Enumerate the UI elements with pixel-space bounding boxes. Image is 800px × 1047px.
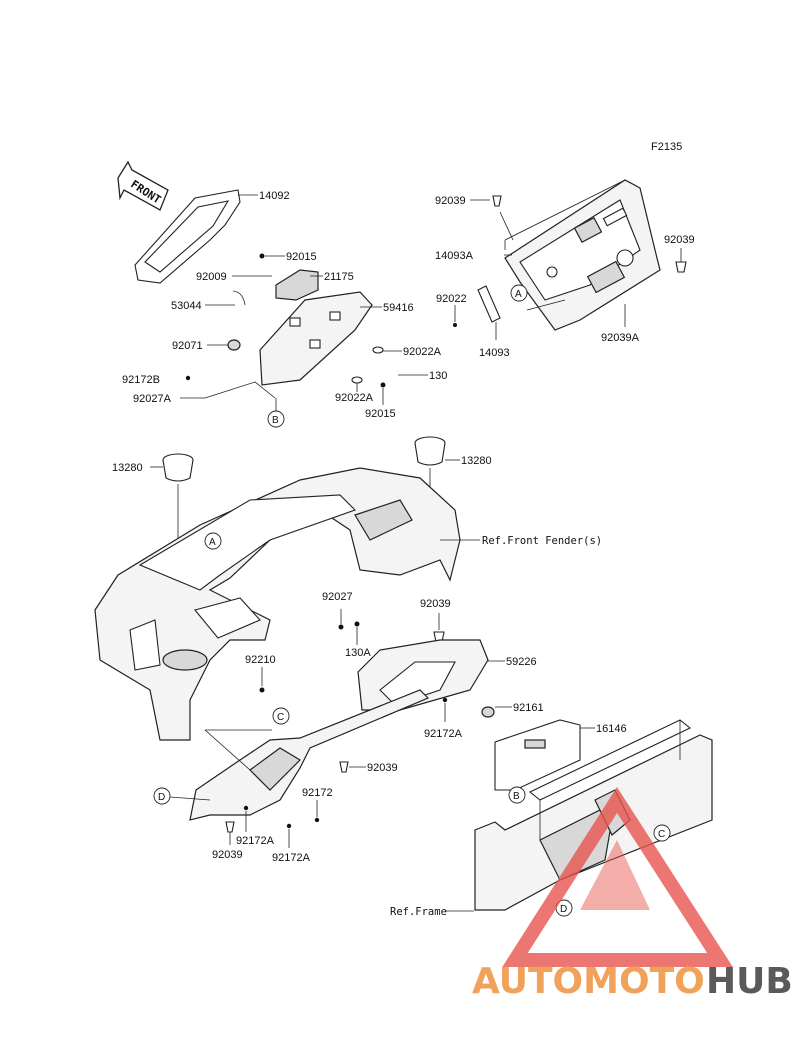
label-92027: 92027: [322, 591, 353, 603]
label-92071: 92071: [172, 340, 203, 352]
label-14092: 14092: [259, 190, 290, 202]
rivet-92172-icon: [314, 817, 320, 823]
label-92039-d: 92039: [367, 762, 398, 774]
ref-frame: Ref.Frame: [390, 906, 447, 918]
grommet-92161-icon: [481, 706, 495, 718]
svg-text:C: C: [658, 829, 665, 840]
label-92009: 92009: [196, 271, 227, 283]
label-130A: 130A: [345, 647, 371, 659]
callout-A-dash: [204, 532, 222, 550]
label-21175: 21175: [324, 271, 354, 283]
label-16146: 16146: [596, 723, 627, 735]
label-14093: 14093: [479, 347, 510, 359]
watermark-logo: [502, 787, 733, 967]
svg-text:C: C: [277, 712, 284, 723]
watermark-text-hub: HUB: [706, 961, 793, 1002]
svg-text:D: D: [158, 792, 165, 803]
label-92039-b: 92039: [664, 234, 695, 246]
svg-text:A: A: [515, 289, 522, 300]
label-92022A-1: 92022A: [403, 346, 442, 358]
label-92039-a: 92039: [435, 195, 466, 207]
trim-14093: [477, 285, 501, 323]
clip-92039-d-icon: [339, 761, 349, 773]
callout-B-frame: [508, 786, 526, 804]
cup-holder-13280-right-icon: [414, 436, 446, 466]
callout-D-left: [153, 787, 171, 805]
clip-92039-b-icon: [675, 261, 687, 273]
bolt-92027-icon: [338, 624, 344, 630]
label-13280-b: 13280: [461, 455, 492, 467]
label-14093A: 14093A: [435, 250, 474, 262]
instrument-panel-14093A: [504, 179, 661, 331]
washer-92022A-b-icon: [351, 376, 363, 384]
label-92172A-b: 92172A: [236, 835, 275, 847]
label-53044: 53044: [171, 300, 202, 312]
watermark-text-automoto: AUTOMOTO: [472, 961, 705, 1002]
rivet-92172A-c-icon: [286, 823, 292, 829]
bolt-92015-b-icon: [380, 382, 386, 388]
label-59226: 59226: [506, 656, 537, 668]
figure-code: F2135: [651, 141, 682, 153]
label-92039-e: 92039: [212, 849, 243, 861]
callout-A-top: [510, 284, 528, 302]
rivet-92172A-a-icon: [442, 697, 448, 703]
label-92015-b: 92015: [365, 408, 396, 420]
label-92172B: 92172B: [122, 374, 160, 386]
rivet-92172A-b-icon: [243, 805, 249, 811]
lid-16146: [494, 719, 581, 791]
label-13280-a: 13280: [112, 462, 143, 474]
rivet-92172B-icon: [185, 375, 191, 381]
label-92172A-c: 92172A: [272, 852, 311, 864]
label-92210: 92210: [245, 654, 276, 666]
grommet-92071-icon: [227, 339, 241, 351]
label-92027A: 92027A: [133, 393, 172, 405]
ref-front-fender: Ref.Front Fender(s): [482, 535, 602, 547]
callout-C-frame: [653, 824, 671, 842]
meter-cover-14092: [134, 189, 258, 284]
label-92161: 92161: [513, 702, 544, 714]
callout-C-dash: [272, 707, 290, 725]
svg-text:B: B: [272, 415, 279, 426]
label-59416: 59416: [383, 302, 414, 314]
clip-92039-e-icon: [225, 821, 235, 833]
label-130: 130: [429, 370, 447, 382]
bolt-130A-icon: [354, 621, 360, 627]
cup-holder-13280-left-icon: [162, 453, 194, 482]
clip-92039-icon: [492, 195, 502, 207]
bolt-92015-icon: [259, 253, 265, 259]
watermark-triangle-icon: [502, 787, 733, 967]
meter-bracket: [259, 269, 373, 386]
label-92172A-a: 92172A: [424, 728, 463, 740]
dashboard-panel: [94, 467, 461, 741]
washer-92022A-icon: [372, 346, 384, 354]
svg-text:B: B: [513, 791, 520, 802]
glove-box-59226: [357, 639, 489, 711]
label-92022A-2: 92022A: [335, 392, 374, 404]
label-92172: 92172: [302, 787, 333, 799]
label-92022: 92022: [436, 293, 467, 305]
label-92039A: 92039A: [601, 332, 640, 344]
front-arrow-icon: FRONT: [117, 160, 169, 211]
bolt-92210-icon: [259, 687, 265, 693]
label-92039-c: 92039: [420, 598, 451, 610]
svg-text:A: A: [209, 537, 216, 548]
plug-92022-icon: [453, 323, 457, 327]
lower-bracket: [189, 689, 430, 821]
svg-text:D: D: [560, 904, 567, 915]
label-92015-a: 92015: [286, 251, 317, 263]
